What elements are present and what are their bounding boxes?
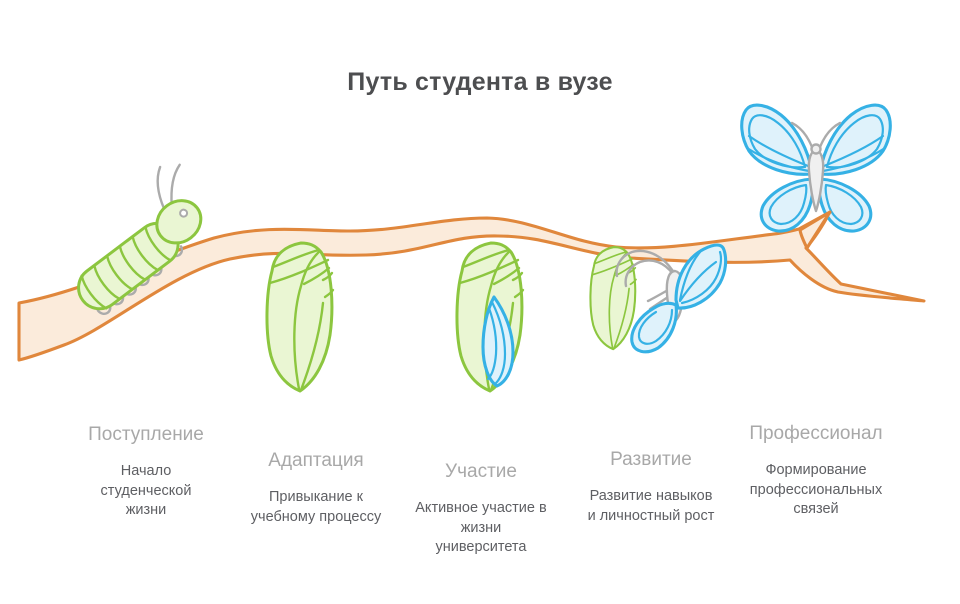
emerging-hindwing-inner — [637, 308, 674, 345]
stage-description: Активное участие в жизни университета — [415, 500, 547, 556]
butterfly-body — [807, 148, 825, 213]
stage-title: Поступление — [88, 424, 204, 445]
caterpillar-eye — [179, 208, 189, 218]
stage-professional: Профессионал Формирование профессиональн… — [716, 423, 916, 520]
branch-fork-tip — [798, 210, 832, 250]
emerging-forewing-vein — [678, 250, 702, 302]
caterpillar-head — [155, 199, 203, 245]
emerging-hindwing — [630, 301, 678, 354]
emerging-butterfly-icon — [589, 243, 728, 354]
caterpillar-antenna — [156, 165, 166, 211]
emerging-wing — [481, 295, 515, 388]
caterpillar-segment-line — [118, 245, 146, 281]
caterpillar-segment-line — [93, 264, 121, 300]
caterpillar-segment-line — [144, 226, 172, 262]
emerging-wing-fold — [486, 306, 498, 381]
butterfly-antenna — [790, 121, 814, 149]
caterpillar-segment-line — [80, 274, 108, 310]
butterfly-head — [810, 143, 822, 155]
stage-participation: Участие Активное участие в жизни универс… — [381, 461, 581, 558]
stage-admission: Поступление Начало студенческой жизни — [46, 424, 246, 521]
stage-description: Привыкание к учебному процессу — [250, 489, 382, 525]
chrysalis-wing-icon — [455, 241, 525, 393]
emerging-forewing-vein — [678, 260, 718, 303]
stage-title: Адаптация — [268, 450, 364, 471]
stage-development: Развитие Развитие навыков и личностный р… — [551, 449, 751, 526]
stage-title: Развитие — [610, 449, 692, 470]
caterpillar-icon — [77, 163, 203, 315]
stage-description: Развитие навыков и личностный рост — [587, 488, 715, 524]
stage-description: Формирование профессиональных связей — [749, 462, 883, 518]
caterpillar-segment-line — [106, 255, 134, 291]
emerging-antenna — [615, 249, 675, 278]
emerging-forewing-inner — [680, 250, 723, 305]
caterpillar-segment-line — [131, 235, 159, 272]
stage-title: Участие — [445, 461, 517, 482]
butterfly-icon — [740, 103, 892, 233]
stage-title: Профессионал — [749, 423, 883, 444]
butterfly-antenna — [818, 121, 842, 149]
stage-description: Начало студенческой жизни — [100, 463, 192, 519]
emerging-antenna — [624, 259, 675, 288]
page-title: Путь студента в вузе — [347, 67, 613, 96]
emerging-wing-fold — [490, 300, 507, 385]
chrysalis-icon — [265, 241, 335, 393]
stage-adaptation: Адаптация Привыкание к учебному процессу — [216, 450, 416, 527]
